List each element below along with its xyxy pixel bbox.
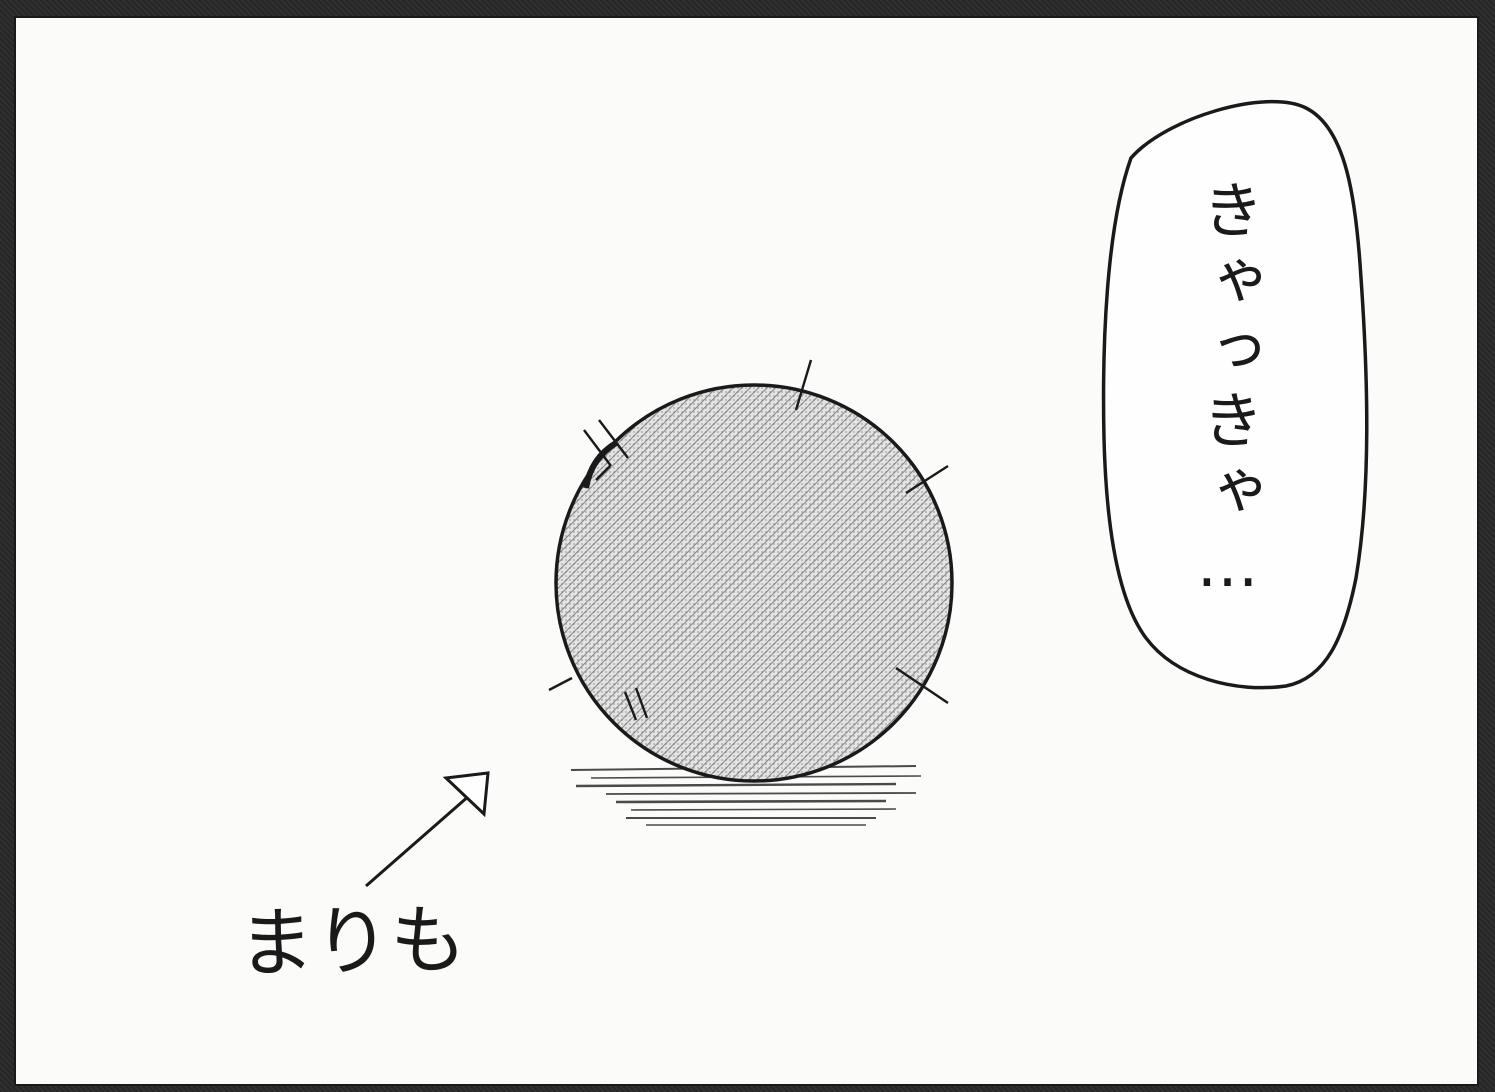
marimo-ball-icon: [548, 359, 954, 783]
speech-bubble-icon: [1101, 99, 1369, 690]
speech-bubble-text: きゃっきゃ…: [1191, 178, 1264, 609]
arrow-icon: [365, 771, 490, 888]
panel-artwork: [365, 99, 1369, 888]
marimo-label: まりも: [237, 895, 467, 988]
comic-panel: きゃっきゃ… まりも: [14, 16, 1479, 1086]
